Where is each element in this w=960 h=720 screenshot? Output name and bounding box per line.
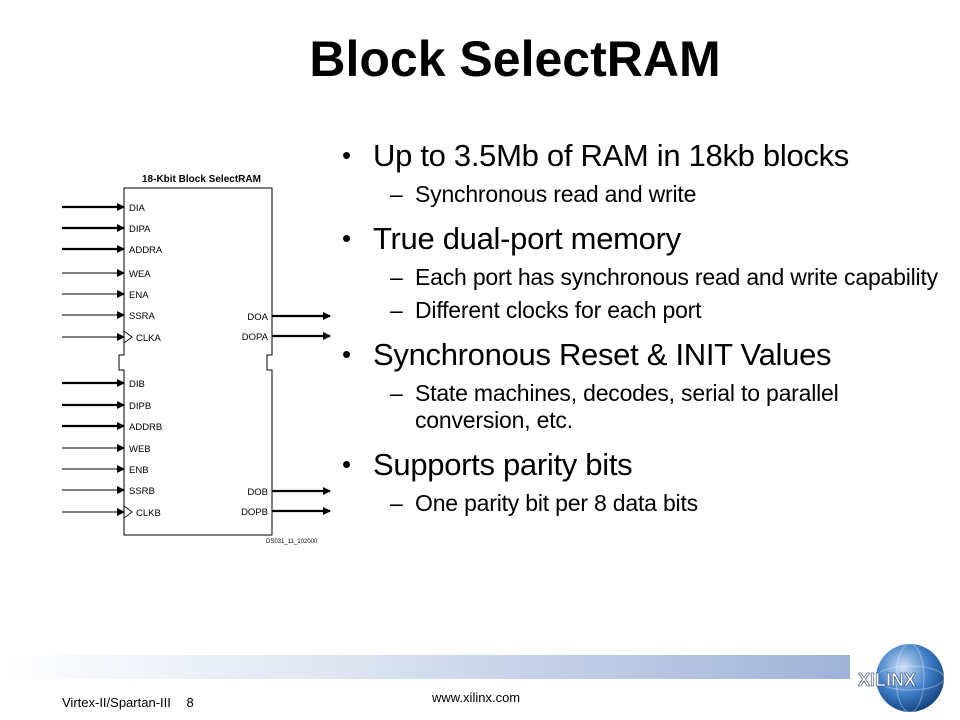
input-label-ssrb: SSRB (129, 486, 155, 497)
output-label-dob: DOB (247, 487, 268, 498)
input-label-clka: CLKA (136, 333, 161, 344)
globe-icon (876, 644, 944, 712)
input-label-dib: DIB (129, 379, 145, 390)
bullet-reset-init: Synchronous Reset & INIT Values (340, 335, 940, 374)
port-a-outputs: DOA DOPA (242, 312, 331, 343)
logo-text: XILINX (858, 670, 916, 690)
port-b-outputs: DOB DOPB (241, 487, 331, 518)
page-number: 8 (186, 695, 194, 710)
sub-bullet-sync-rw: Synchronous read and write (340, 181, 940, 208)
footer-url: www.xilinx.com (432, 690, 521, 705)
output-label-dopa: DOPA (242, 332, 269, 343)
block-outline (118, 187, 273, 536)
xilinx-logo: XILINX (858, 643, 945, 713)
bullet-dual-port: True dual-port memory (340, 219, 940, 258)
input-label-dia: DIA (129, 203, 146, 214)
sub-bullet-parity-bits: One parity bit per 8 data bits (340, 490, 940, 517)
input-label-dipa: DIPA (129, 224, 151, 235)
sub-bullet-clocks: Different clocks for each port (340, 297, 940, 324)
sub-bullet-port-capability: Each port has synchronous read and write… (340, 264, 940, 291)
output-label-dopb: DOPB (241, 507, 268, 518)
port-a-inputs: DIA DIPA ADDRA WEA ENA SSRA CLKA (62, 203, 163, 344)
sub-bullet-state-machines: State machines, decodes, serial to paral… (340, 380, 940, 434)
input-label-ena: ENA (129, 290, 149, 301)
input-label-addrb: ADDRB (129, 422, 162, 433)
bullet-parity: Supports parity bits (340, 445, 940, 484)
input-label-dipb: DIPB (129, 401, 151, 412)
part-number: DS031_11_102000 (266, 539, 318, 545)
input-label-wea: WEA (129, 269, 151, 280)
footer-bar (0, 655, 850, 679)
input-label-web: WEB (129, 444, 151, 455)
block-title: 18-Kbit Block SelectRAM (142, 174, 261, 185)
bullet-list: Up to 3.5Mb of RAM in 18kb blocks Synchr… (340, 125, 940, 517)
input-label-ssra: SSRA (129, 311, 156, 322)
port-b-inputs: DIB DIPB ADDRB WEB ENB SSRB CLKB (62, 379, 162, 519)
clock-triangle-clkb (123, 505, 133, 519)
footer-left: Virtex-II/Spartan-III 8 (62, 695, 194, 710)
input-label-addra: ADDRA (129, 245, 163, 256)
input-label-enb: ENB (129, 465, 149, 476)
bullet-capacity: Up to 3.5Mb of RAM in 18kb blocks (340, 136, 940, 175)
footer-deck-name: Virtex-II/Spartan-III (62, 695, 171, 710)
slide-title: Block SelectRAM (309, 31, 721, 87)
block-selectram-diagram: 18-Kbit Block SelectRAM DIA DIPA ADDRA WEA E… (62, 174, 331, 545)
output-label-doa: DOA (247, 312, 268, 323)
input-label-clkb: CLKB (136, 508, 161, 519)
clock-triangle-clka (123, 330, 133, 344)
